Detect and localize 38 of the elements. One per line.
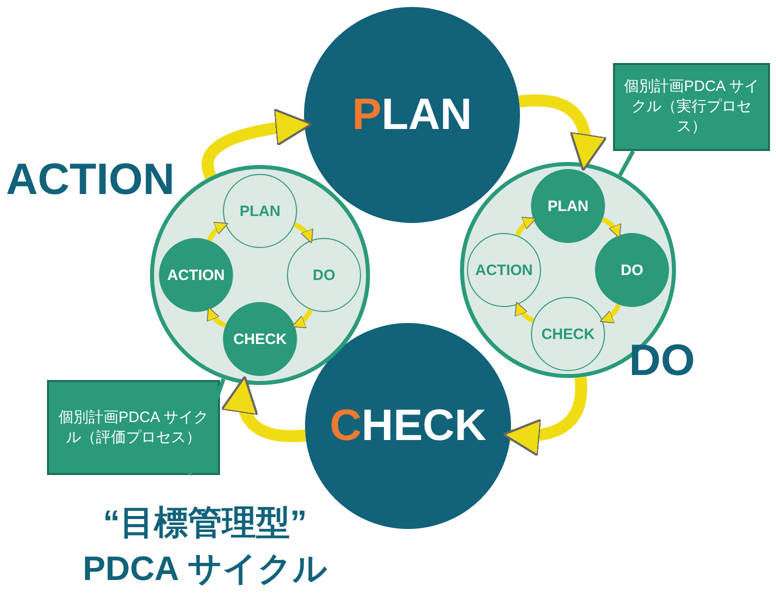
step-label: CHECK [233,330,287,348]
callout-text: 個別計画PDCA サイクル（実行プロセス） [623,77,760,137]
callout-text: 個別計画PDCA サイクル（評価プロセス） [57,408,210,448]
leader-line [618,150,635,176]
step-label: ACTION [167,266,225,284]
step-circle [159,238,233,312]
step-label: DO [620,262,644,278]
cycle-arrow [515,302,534,323]
step-circle [223,174,297,248]
step-circle [531,169,605,243]
cycle-arrow [292,308,313,328]
cycle-arrow [600,304,621,323]
step-circle [595,233,669,307]
phase-heading: ACTION [6,155,175,205]
step-circle [223,302,297,376]
step-label: ACTION [475,262,533,278]
cycle-arrow [294,222,313,244]
phase-label: PLAN [352,90,472,140]
callout-box [47,380,220,475]
step-label: CHECK [541,326,595,342]
phase-heading: DO [629,336,695,386]
step-circle [287,238,361,312]
cycle-arrow [207,222,228,242]
step-label: PLAN [548,198,588,214]
cycle-arrow [207,306,226,328]
step-label: PLAN [240,202,280,220]
cycle-arrow [202,108,313,179]
title: “目標管理型” PDCA サイクル [82,503,328,590]
leader-line [188,378,226,476]
cycle-arrow [518,94,606,172]
cycle-arrow [515,217,536,236]
callout-box [613,63,770,151]
step-circle [467,233,541,307]
step-circle [531,297,605,371]
step-label: DO [312,266,336,284]
cycle-arrow [502,376,588,456]
phase-label: CHECK [330,401,486,451]
cycle-arrow [602,217,621,238]
